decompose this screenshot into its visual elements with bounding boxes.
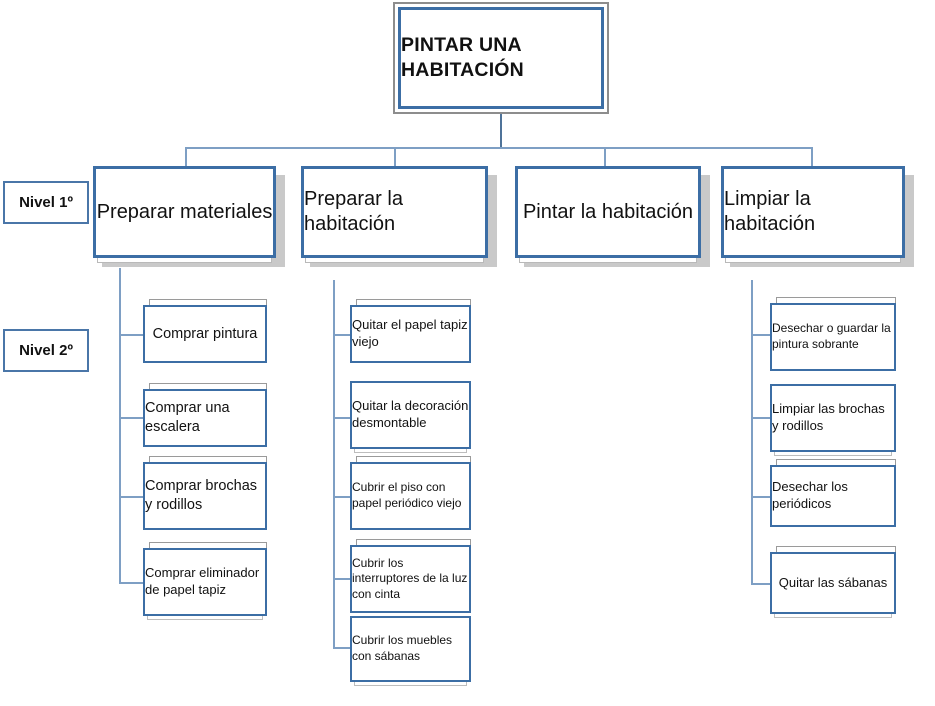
branch-node-3[interactable]: Pintar la habitación bbox=[515, 166, 710, 267]
connector-stub-2-5 bbox=[333, 647, 350, 649]
root-node-inner-frame: PINTAR UNA HABITACIÓN bbox=[398, 7, 604, 109]
root-node-label: PINTAR UNA HABITACIÓN bbox=[401, 34, 524, 81]
connector-spine-branch-4 bbox=[751, 280, 753, 585]
branch-node-3-label: Pintar la habitación bbox=[522, 200, 694, 223]
connector-stub-2-1 bbox=[333, 334, 350, 336]
connector-stub-1-1 bbox=[119, 334, 143, 336]
connector-stub-4-4 bbox=[751, 583, 770, 585]
leaf-node-2-1-label: Quitar el papel tapiz viejo bbox=[352, 317, 468, 349]
leaf-node-2-5-label: Cubrir los muebles con sábanas bbox=[352, 633, 453, 663]
level-tag-2-label: Nivel 2º bbox=[19, 342, 73, 359]
branch-node-4-box: Limpiar la habitación bbox=[721, 166, 905, 258]
level-tag-1: Nivel 1º bbox=[3, 181, 89, 224]
connector-stub-1-2 bbox=[119, 417, 143, 419]
connector-drop-branch-3 bbox=[604, 147, 606, 167]
connector-drop-branch-1 bbox=[185, 147, 187, 167]
branch-node-1-lip bbox=[97, 258, 272, 263]
leaf-node-2-4[interactable]: Cubrir los interruptores de la luz con c… bbox=[350, 539, 471, 613]
leaf-node-1-4-label: Comprar eliminador de papel tapiz bbox=[145, 565, 260, 597]
leaf-node-1-2-box: Comprar una escalera bbox=[143, 389, 267, 447]
leaf-node-1-1-box: Comprar pintura bbox=[143, 305, 267, 363]
branch-node-1-label: Preparar materiales bbox=[96, 200, 273, 223]
leaf-node-4-3[interactable]: Desechar los periódicos bbox=[770, 459, 896, 527]
leaf-node-2-5-lip bbox=[354, 682, 467, 686]
branch-node-2-label: Preparar la habitación bbox=[304, 188, 403, 235]
connector-stub-1-3 bbox=[119, 496, 143, 498]
connector-stub-1-4 bbox=[119, 582, 143, 584]
leaf-node-4-1-box: Desechar o guardar la pintura sobrante bbox=[770, 303, 896, 371]
branch-node-1-box: Preparar materiales bbox=[93, 166, 276, 258]
leaf-node-2-2-label: Quitar la decoración desmontable bbox=[352, 398, 469, 430]
branch-node-2-box: Preparar la habitación bbox=[301, 166, 488, 258]
branch-node-4-lip bbox=[725, 258, 901, 263]
connector-drop-branch-4 bbox=[811, 147, 813, 167]
connector-stub-4-3 bbox=[751, 496, 770, 498]
leaf-node-2-2[interactable]: Quitar la decoración desmontable bbox=[350, 381, 471, 453]
connector-root-bus bbox=[185, 147, 813, 149]
leaf-node-1-1[interactable]: Comprar pintura bbox=[143, 299, 267, 363]
leaf-node-2-5[interactable]: Cubrir los muebles con sábanas bbox=[350, 616, 471, 686]
leaf-node-2-2-lip bbox=[354, 449, 467, 453]
branch-node-2[interactable]: Preparar la habitación bbox=[301, 166, 497, 267]
leaf-node-1-3[interactable]: Comprar brochas y rodillos bbox=[143, 456, 267, 530]
leaf-node-2-1[interactable]: Quitar el papel tapiz viejo bbox=[350, 299, 471, 363]
leaf-node-4-4[interactable]: Quitar las sábanas bbox=[770, 546, 896, 618]
leaf-node-2-4-box: Cubrir los interruptores de la luz con c… bbox=[350, 545, 471, 613]
leaf-node-4-2-label: Limpiar las brochas y rodillos bbox=[772, 401, 885, 433]
branch-node-3-lip bbox=[519, 258, 697, 263]
root-node[interactable]: PINTAR UNA HABITACIÓN bbox=[393, 2, 609, 114]
leaf-node-1-2[interactable]: Comprar una escalera bbox=[143, 383, 267, 447]
leaf-node-4-2-box: Limpiar las brochas y rodillos bbox=[770, 384, 896, 452]
branch-node-4-label: Limpiar la habitación bbox=[724, 188, 816, 235]
branch-node-3-box: Pintar la habitación bbox=[515, 166, 701, 258]
connector-stub-4-1 bbox=[751, 334, 770, 336]
leaf-node-2-3-box: Cubrir el piso con papel periódico viejo bbox=[350, 462, 471, 530]
leaf-node-4-1[interactable]: Desechar o guardar la pintura sobrante bbox=[770, 297, 896, 371]
leaf-node-4-4-label: Quitar las sábanas bbox=[778, 574, 888, 590]
branch-node-1[interactable]: Preparar materiales bbox=[93, 166, 285, 267]
leaf-node-1-1-label: Comprar pintura bbox=[152, 325, 258, 342]
leaf-node-1-4-lip bbox=[147, 616, 263, 620]
leaf-node-2-2-box: Quitar la decoración desmontable bbox=[350, 381, 471, 449]
leaf-node-4-2-lip bbox=[774, 452, 892, 456]
leaf-node-4-3-label: Desechar los periódicos bbox=[772, 479, 848, 511]
leaf-node-1-2-label: Comprar una escalera bbox=[145, 400, 230, 435]
level-tag-2: Nivel 2º bbox=[3, 329, 89, 372]
leaf-node-1-3-box: Comprar brochas y rodillos bbox=[143, 462, 267, 530]
leaf-node-1-3-label: Comprar brochas y rodillos bbox=[145, 478, 258, 513]
connector-stub-2-2 bbox=[333, 417, 350, 419]
connector-stub-4-2 bbox=[751, 417, 770, 419]
leaf-node-4-4-box: Quitar las sábanas bbox=[770, 552, 896, 614]
level-tag-1-label: Nivel 1º bbox=[19, 194, 73, 211]
leaf-node-1-4-box: Comprar eliminador de papel tapiz bbox=[143, 548, 267, 616]
connector-stub-2-4 bbox=[333, 578, 350, 580]
leaf-node-2-3-label: Cubrir el piso con papel periódico viejo bbox=[352, 480, 462, 510]
connector-drop-branch-2 bbox=[394, 147, 396, 167]
leaf-node-4-2[interactable]: Limpiar las brochas y rodillos bbox=[770, 384, 896, 456]
connector-stub-2-3 bbox=[333, 496, 350, 498]
connector-root-stem bbox=[500, 114, 502, 148]
connector-spine-branch-1 bbox=[119, 268, 121, 584]
branch-node-2-lip bbox=[305, 258, 484, 263]
leaf-node-1-4[interactable]: Comprar eliminador de papel tapiz bbox=[143, 542, 267, 620]
leaf-node-4-3-box: Desechar los periódicos bbox=[770, 465, 896, 527]
leaf-node-2-4-label: Cubrir los interruptores de la luz con c… bbox=[352, 555, 468, 601]
leaf-node-4-4-lip bbox=[774, 614, 892, 618]
leaf-node-2-5-box: Cubrir los muebles con sábanas bbox=[350, 616, 471, 682]
branch-node-4[interactable]: Limpiar la habitación bbox=[721, 166, 914, 267]
leaf-node-2-1-box: Quitar el papel tapiz viejo bbox=[350, 305, 471, 363]
leaf-node-2-3[interactable]: Cubrir el piso con papel periódico viejo bbox=[350, 456, 471, 530]
connector-spine-branch-2 bbox=[333, 280, 335, 648]
leaf-node-4-1-label: Desechar o guardar la pintura sobrante bbox=[772, 321, 891, 351]
